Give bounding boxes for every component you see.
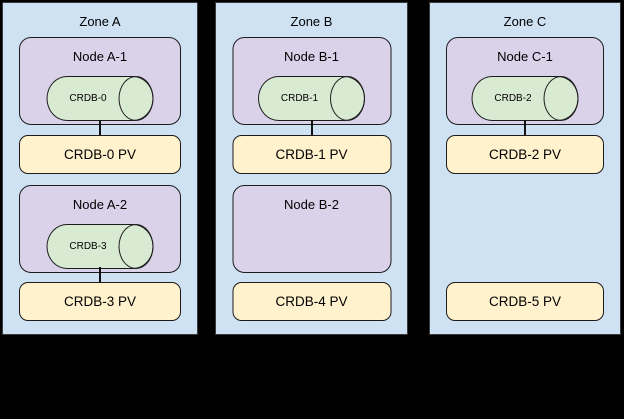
connector-node-c1-pv xyxy=(524,120,526,137)
node-a1-title: Node A-1 xyxy=(72,49,128,64)
connector-node-a2-pv xyxy=(99,267,101,284)
node-b2: Node B-2 xyxy=(232,185,391,273)
node-b1: Node B-1 CRDB-1 xyxy=(232,37,391,125)
crdb-2-pod-label: CRDB-2 xyxy=(494,93,532,104)
crdb-1-pv: CRDB-1 PV xyxy=(232,135,391,174)
cylinder-cap-icon xyxy=(330,76,365,121)
crdb-4-pv: CRDB-4 PV xyxy=(232,282,391,321)
crdb-0-pod-label: CRDB-0 xyxy=(69,93,107,104)
zone-a-title: Zone A xyxy=(79,14,121,29)
zone-a: Zone A Node A-1 CRDB-0 CRDB-0 PV Node A-… xyxy=(2,2,198,335)
node-c1: Node C-1 CRDB-2 xyxy=(446,37,604,125)
connector-node-a1-pv xyxy=(99,120,101,137)
crdb-3-pod-cylinder-icon: CRDB-3 xyxy=(46,224,154,269)
node-b1-title: Node B-1 xyxy=(284,49,339,64)
connector-node-b1-pv xyxy=(310,120,313,137)
crdb-2-pv-label: CRDB-2 PV xyxy=(488,147,561,162)
node-c1-title: Node C-1 xyxy=(497,49,553,64)
crdb-0-pv-label: CRDB-0 PV xyxy=(63,147,136,162)
crdb-2-pv: CRDB-2 PV xyxy=(446,135,604,174)
crdb-3-pv: CRDB-3 PV xyxy=(19,282,181,321)
node-b2-title: Node B-2 xyxy=(284,197,339,212)
crdb-1-pod-label: CRDB-1 xyxy=(280,93,319,104)
zone-c: Zone C Node C-1 CRDB-2 CRDB-2 PV CRDB-5 … xyxy=(429,2,621,335)
cylinder-cap-icon xyxy=(118,224,154,269)
zone-b: Zone B Node B-1 CRDB-1 CRDB-1 PV Node B-… xyxy=(215,2,408,335)
crdb-0-pv: CRDB-0 PV xyxy=(19,135,181,174)
crdb-3-pod-label: CRDB-3 xyxy=(69,241,107,252)
crdb-0-pod-cylinder-icon: CRDB-0 xyxy=(46,76,154,121)
crdb-3-pv-label: CRDB-3 PV xyxy=(63,294,136,309)
cylinder-cap-icon xyxy=(118,76,154,121)
zone-b-title: Zone B xyxy=(290,14,333,29)
crdb-1-pv-label: CRDB-1 PV xyxy=(275,147,348,162)
node-a2-title: Node A-2 xyxy=(72,197,128,212)
cylinder-cap-icon xyxy=(543,76,579,121)
node-a2: Node A-2 CRDB-3 xyxy=(19,185,181,273)
crdb-2-pod-cylinder-icon: CRDB-2 xyxy=(471,76,579,121)
crdb-5-pv-label: CRDB-5 PV xyxy=(488,294,561,309)
crdb-1-pod-cylinder-icon: CRDB-1 xyxy=(258,76,365,121)
crdb-4-pv-label: CRDB-4 PV xyxy=(275,294,348,309)
crdb-5-pv: CRDB-5 PV xyxy=(446,282,604,321)
zone-c-title: Zone C xyxy=(503,14,547,29)
node-a1: Node A-1 CRDB-0 xyxy=(19,37,181,125)
